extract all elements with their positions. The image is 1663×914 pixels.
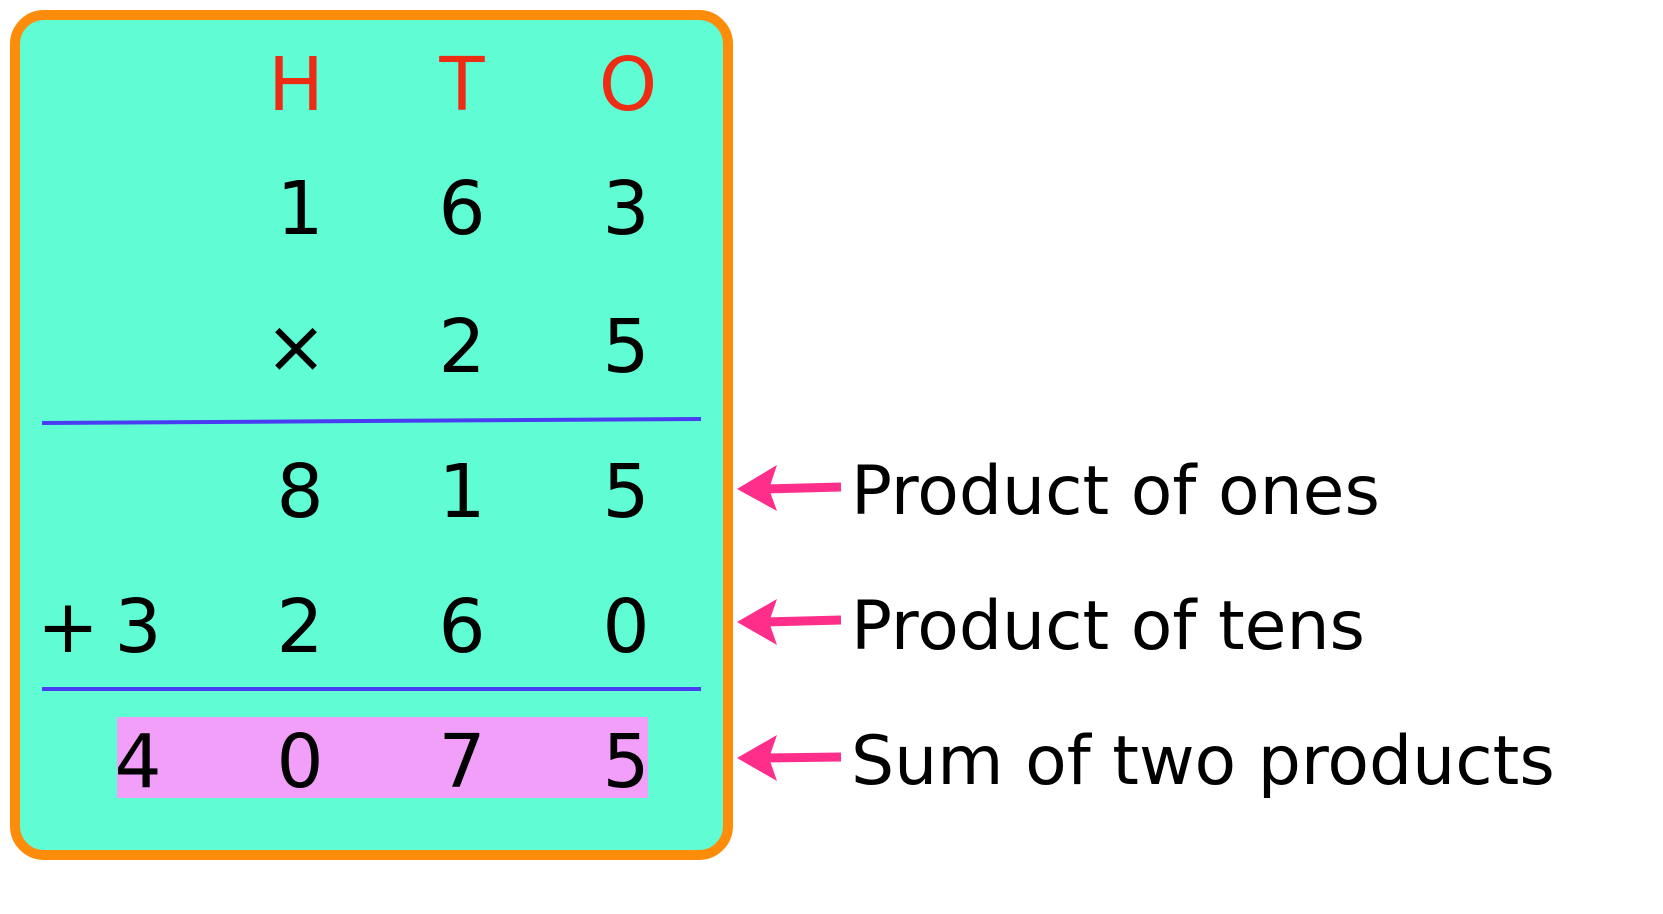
- sum-highlight: [117, 717, 648, 798]
- product-ones-digit: 8: [276, 449, 324, 535]
- product-ones-digit: 5: [602, 449, 650, 535]
- annotation-label: Product of ones: [851, 452, 1380, 531]
- multiplier-digit: 2: [438, 304, 486, 390]
- product-ones-digit: 1: [438, 449, 486, 535]
- header-ones: O: [598, 42, 658, 128]
- header-hundreds: H: [268, 42, 324, 128]
- multiplier-digit: 5: [602, 304, 650, 390]
- header-tens: T: [439, 42, 485, 128]
- left-arrow-icon: [737, 735, 842, 781]
- sum-digit: 0: [276, 719, 324, 805]
- sum-digit: 7: [438, 719, 486, 805]
- annotation-label: Sum of two products: [851, 722, 1555, 801]
- left-arrow-icon: [737, 465, 842, 511]
- product-tens-digit: 3: [114, 584, 162, 670]
- multiplicand-digit: 3: [602, 166, 650, 252]
- multiply-sign: ×: [264, 304, 327, 390]
- rule-line-bottom: [42, 687, 701, 691]
- sum-digit: 5: [602, 719, 650, 805]
- product-tens-digit: 6: [438, 584, 486, 670]
- multiplicand-digit: 1: [276, 166, 324, 252]
- annotation-label: Product of tens: [851, 587, 1365, 666]
- sum-digit: 4: [114, 719, 162, 805]
- product-tens-digit: 0: [602, 584, 650, 670]
- left-arrow-icon: [737, 599, 842, 645]
- plus-sign: +: [36, 584, 99, 670]
- multiplicand-digit: 6: [438, 166, 486, 252]
- product-tens-digit: 2: [276, 584, 324, 670]
